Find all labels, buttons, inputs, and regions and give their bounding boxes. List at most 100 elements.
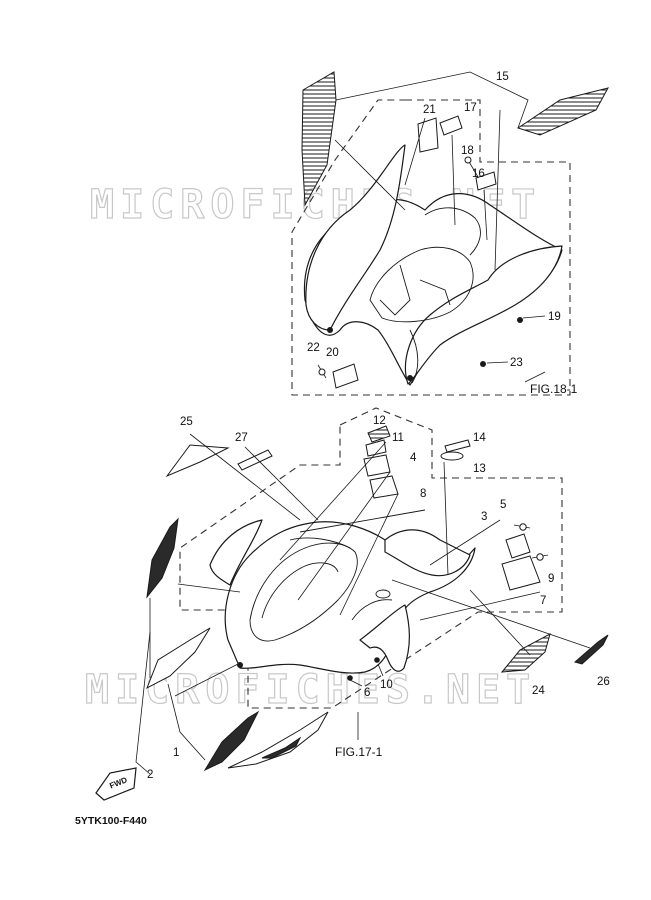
clip-icon [517, 317, 523, 323]
callout-3: 3 [481, 511, 487, 523]
emblem-13 [440, 451, 464, 461]
leader-10 [377, 663, 384, 677]
callout-14: 14 [473, 432, 486, 444]
leader-21 [404, 117, 426, 186]
decal-12 [367, 425, 391, 443]
emblem-20 [332, 363, 359, 389]
leader-27 [244, 446, 319, 521]
callout-5: 5 [500, 499, 506, 511]
callout-17: 17 [464, 102, 477, 114]
callout-2: 2 [147, 769, 153, 781]
callout-1: 1 [173, 747, 179, 759]
fender-bolt-hole [327, 327, 333, 333]
leader-13 [443, 461, 449, 576]
callout-8: 8 [420, 488, 426, 500]
rear-fender-cavity [369, 246, 474, 323]
leader-3 [429, 519, 501, 566]
leader-19 [522, 315, 546, 319]
decal-25 [165, 444, 230, 478]
callout-25: 25 [180, 416, 193, 428]
decal-14 [444, 439, 471, 453]
rear-fender-inner-line-3 [419, 279, 451, 306]
fender-bolt-hole [407, 375, 413, 381]
rear-fender-assembly [291, 71, 609, 396]
front-fender-assembly [135, 407, 609, 775]
decal-1-lower [203, 710, 260, 772]
front-fender-brace [299, 509, 426, 533]
leader-26 [391, 579, 591, 649]
front-fender-line-1 [289, 537, 351, 549]
rear-fender-right-wing [404, 245, 563, 385]
front-fender-left-wing [209, 519, 263, 586]
leader-side-decal [177, 583, 241, 593]
leader-23 [486, 361, 509, 364]
leader-8 [339, 493, 399, 616]
decal-26 [573, 634, 609, 665]
fwd-arrow-icon: FWD [95, 767, 137, 801]
leader-fig18 [524, 371, 546, 383]
callout-26: 26 [597, 676, 610, 688]
callout-10: 10 [380, 679, 393, 691]
callout-6: 6 [364, 687, 370, 699]
callout-18: 18 [461, 145, 474, 157]
front-fender-vent [375, 589, 391, 599]
leader-17 [451, 134, 456, 226]
callout-23: 23 [510, 357, 523, 369]
callout-11: 11 [392, 432, 404, 444]
decal-8 [369, 475, 399, 499]
decal-11 [365, 439, 387, 457]
rear-fender-inner-line-2 [379, 264, 411, 316]
leader-1b [174, 663, 239, 697]
decal-2-inner [261, 736, 302, 759]
side-decal-left [146, 517, 179, 599]
clip-icon [374, 657, 380, 663]
decal-7 [501, 555, 541, 591]
callout-19: 19 [548, 311, 561, 323]
leader-25 [189, 433, 301, 521]
leader-15c [494, 109, 501, 271]
callout-22: 22 [307, 342, 320, 354]
callout-27: 27 [235, 432, 248, 444]
rear-decal-left [301, 71, 337, 207]
fender-bolt-hole [237, 662, 243, 668]
rear-decal-right [516, 87, 609, 136]
screw-icon [513, 523, 531, 531]
callout-4: 4 [410, 452, 417, 464]
clip-icon [347, 675, 353, 681]
callout-9: 9 [548, 573, 554, 585]
decal-27 [237, 449, 273, 471]
screw-icon [531, 553, 549, 561]
decal-21 [417, 117, 439, 153]
screw-icon [464, 156, 479, 178]
front-fender-hood-inner [261, 562, 339, 619]
callout-20: 20 [326, 347, 339, 359]
callout-7: 7 [540, 595, 546, 607]
rear-assembly-boundary [291, 99, 571, 396]
decal-2 [227, 711, 329, 769]
callout-15: 15 [496, 71, 509, 83]
front-fender-hood [249, 542, 358, 642]
diagram-code: 5YTK100-F440 [75, 815, 147, 827]
clip-icon [480, 361, 486, 367]
callout-16: 16 [472, 168, 485, 180]
figure-ref-upper: FIG.18-1 [530, 382, 578, 396]
decal-24 [500, 633, 551, 673]
leader-7 [419, 591, 541, 621]
front-fender-right-skirt [359, 604, 410, 672]
front-fender-line-2 [351, 599, 393, 621]
callout-24: 24 [532, 685, 545, 697]
front-fender-top-lip [384, 529, 471, 577]
leader-11 [279, 441, 387, 561]
leader-15b [334, 139, 406, 211]
leader-6 [349, 679, 363, 687]
leader-1 [167, 683, 206, 761]
rear-fender-tail-line [409, 329, 419, 384]
callout-12: 12 [373, 415, 386, 427]
leader-16 [483, 189, 488, 241]
decal-3 [505, 533, 531, 559]
decal-1-upper [146, 627, 211, 690]
leader-4 [297, 471, 391, 601]
callout-21: 21 [423, 104, 436, 116]
rear-fender-inner-line-1 [424, 207, 481, 256]
